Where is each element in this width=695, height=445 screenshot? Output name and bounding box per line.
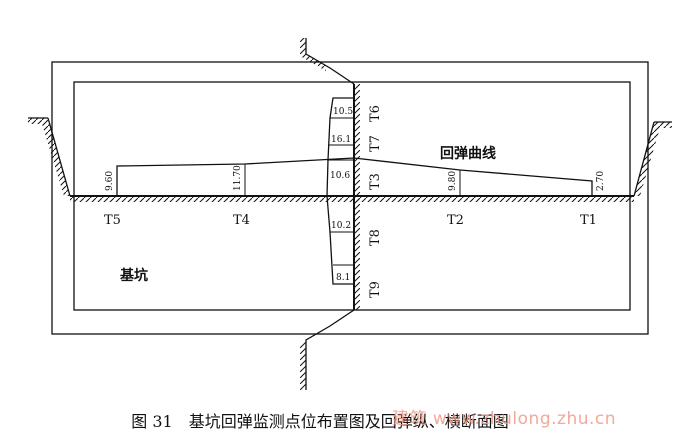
label-t9: T9 — [368, 281, 383, 298]
value-t8: 10.2 — [331, 221, 351, 231]
label-t5: T5 — [104, 213, 121, 228]
label-t2: T2 — [447, 213, 464, 228]
transverse-rebound-curve — [326, 97, 354, 285]
label-t6: T6 — [368, 105, 383, 122]
transverse-axis — [353, 84, 360, 310]
longitudinal-rebound-curve — [116, 157, 593, 196]
value-t3: 10.6 — [330, 171, 350, 181]
right-slope-section — [633, 121, 672, 197]
rebound-curve-label: 回弹曲线 — [440, 145, 496, 162]
label-t8: T8 — [368, 229, 383, 246]
watermark: 建筑 www.zhulong.zhu.cn — [392, 409, 617, 429]
pit-outer-boundary — [51, 61, 649, 335]
value-t1: 2.70 — [596, 171, 606, 191]
figure-caption: 图 31 基坑回弹监测点位布置图及回弹纵、横断面图 — [131, 412, 509, 431]
value-t5: 9.60 — [105, 171, 115, 191]
value-t2: 9.80 — [448, 171, 458, 191]
label-t7: T7 — [368, 135, 383, 152]
label-t4: T4 — [233, 213, 250, 228]
pit-label: 基坑 — [120, 267, 148, 284]
label-t1: T1 — [580, 213, 597, 228]
pit-bottom-line — [70, 195, 634, 202]
top-wall-section — [300, 38, 355, 85]
value-t6: 10.5 — [333, 107, 353, 117]
left-slope-section — [28, 117, 71, 197]
value-t9: 8.1 — [336, 273, 350, 283]
value-t4: 11.70 — [233, 165, 243, 191]
label-t3: T3 — [368, 173, 383, 190]
bottom-wall-section — [300, 309, 355, 390]
value-t7: 16.1 — [331, 135, 351, 145]
